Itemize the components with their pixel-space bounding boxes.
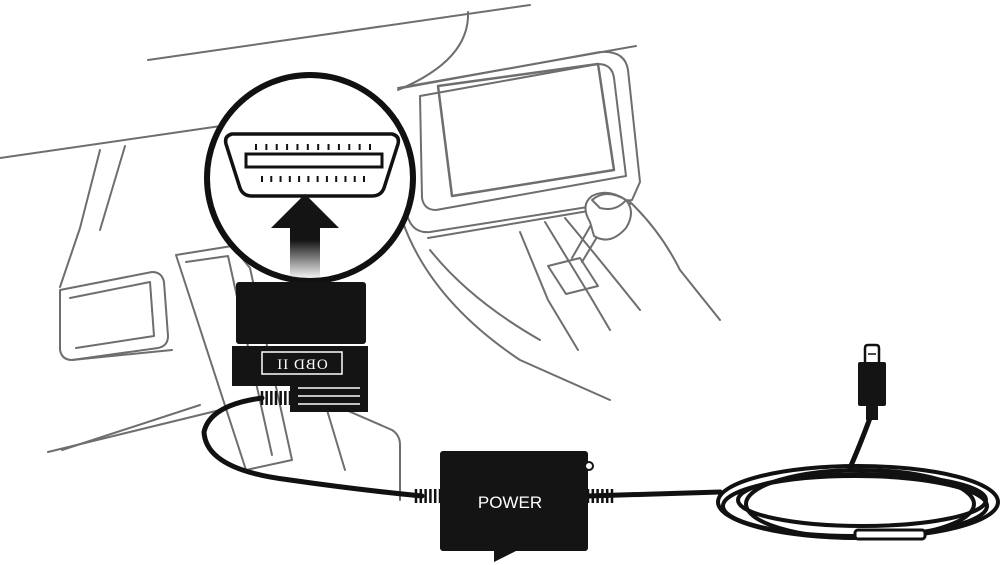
floor-line-2 [47, 409, 221, 453]
brake-pedal [59, 271, 169, 361]
power-box [440, 451, 588, 551]
obd-port-icon [223, 132, 401, 198]
obd-plug-head [236, 282, 366, 344]
cable-ferrite [853, 528, 927, 541]
obd-cable [201, 395, 425, 499]
obd-label-frame [261, 351, 343, 375]
obd-port-pins-bottom [261, 176, 365, 182]
center-stack-right [627, 199, 721, 321]
up-arrow-icon [271, 194, 339, 278]
usb-plug-body [858, 362, 886, 406]
center-stack-inner [429, 249, 541, 341]
usb-plug-neck [866, 404, 878, 420]
obd-plug-body [232, 346, 368, 412]
dashboard-hood-curve [397, 11, 470, 91]
power-label: POWER [478, 493, 542, 512]
cables [201, 395, 1000, 541]
infotainment-screen [436, 62, 616, 198]
obd-port-pins-top [255, 144, 371, 150]
power-output-cable [585, 489, 723, 499]
console-outer [397, 50, 641, 234]
shifter-boot [519, 217, 641, 351]
brake-pedal-inner [69, 281, 155, 349]
obd-plug: OBD II [232, 282, 368, 412]
power-led-icon [584, 461, 594, 471]
obd-port-slot [244, 152, 384, 169]
shifter-gate [547, 257, 599, 295]
usb-cable [847, 415, 873, 471]
shifter-knob-top [591, 193, 627, 210]
obd-label: OBD II [276, 357, 327, 373]
steering-column-line [59, 149, 101, 288]
power-module: POWER [440, 451, 594, 562]
car-interior-illustration [0, 4, 721, 501]
obd-port-magnifier [204, 72, 416, 284]
micro-usb-icon [858, 343, 886, 420]
obd-plug-grip-lines [298, 387, 360, 405]
kick-panel-line [299, 389, 401, 501]
accelerator-pedal-inner [185, 255, 273, 456]
center-stack-left [401, 219, 611, 401]
cable-coil-3 [736, 472, 988, 528]
power-box-tab [494, 551, 516, 562]
steering-column-line-2 [99, 145, 126, 231]
console-bevel [419, 63, 627, 211]
dashboard-upper-line [147, 4, 531, 61]
